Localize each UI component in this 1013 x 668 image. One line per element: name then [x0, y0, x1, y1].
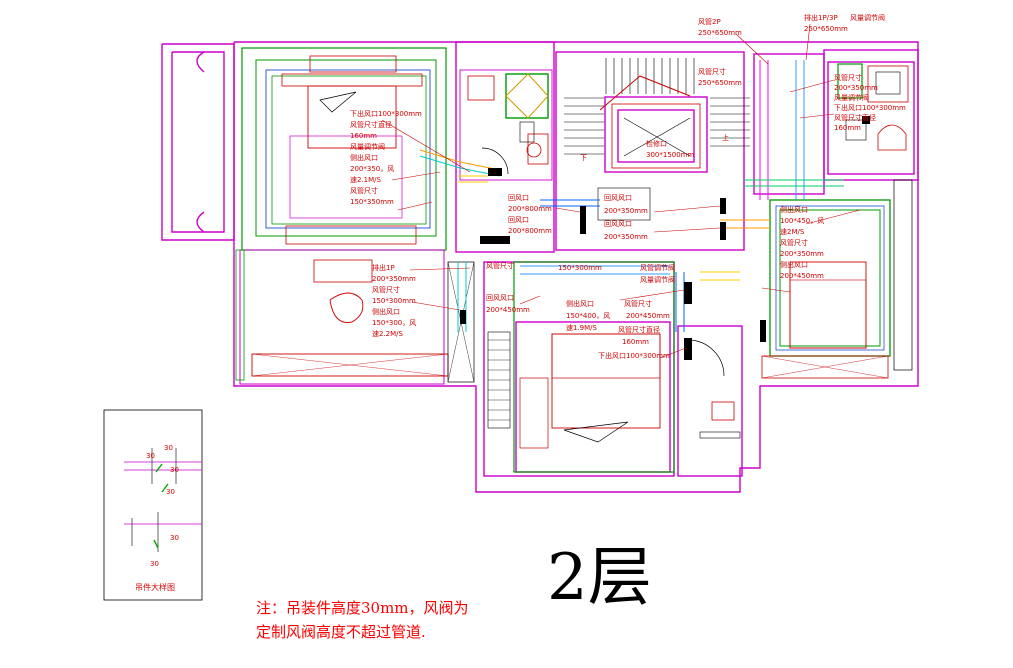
annotation-center-returns-1: 200*350mm: [604, 207, 648, 215]
annotation-center-lower-2: 回风风口: [486, 294, 514, 302]
annotation-center-left-0: 回风口: [508, 194, 529, 202]
annotation-right-upper-0: 风管尺寸: [834, 73, 862, 82]
annotation-center-left-2: 回风口: [508, 216, 529, 224]
design-note: 注：吊装件高度30mm，风阀为 定制风阀高度不超过管道.: [256, 596, 469, 644]
annotation-top-right-b-0: 风量调节阀: [850, 13, 885, 22]
annotation-master-top-left-7: 风管尺寸: [350, 186, 378, 195]
annotation-master-top-left-0: 下出风口100*300mm: [350, 109, 422, 118]
detail-dim-4: 30: [166, 488, 175, 496]
annotation-master-top-left-4: 侧出风口: [350, 153, 378, 162]
annotation-center-top-1: 250*650mm: [698, 79, 742, 87]
annotation-top-right-a-0: 排出1P/3P: [804, 13, 838, 22]
bedroom-right: [761, 179, 913, 379]
duct-runs: [419, 60, 844, 332]
annotation-right-lower-5: 侧出风口: [780, 260, 808, 269]
annotation-top-mid-0: 风管2P: [698, 17, 721, 26]
annotation-right-upper-4: 风管尺寸直径: [834, 113, 876, 122]
design-note-line-1: 注：吊装件高度30mm，风阀为: [256, 599, 469, 617]
annotation-center-lower-7: 150*400，风: [566, 312, 610, 320]
annotation-right-lower-6: 200*450mm: [780, 272, 824, 280]
detail-dim-5: 30: [170, 534, 179, 542]
annotation-lower-left-2: 风管尺寸: [372, 285, 400, 294]
outer-walls: [161, 41, 919, 493]
annotation-labels: 下出风口100*300mm风管尺寸直径160mm风量调节阀侧出风口200*350…: [350, 13, 906, 360]
annotation-center-returns-3: 200*350mm: [604, 233, 648, 241]
bath-top-right: [837, 63, 909, 151]
detail-dim-1: 30: [164, 444, 173, 452]
annotation-top-mid-1: 250*650mm: [698, 29, 742, 37]
annotation-center-lower-10: 200*450mm: [626, 312, 670, 320]
design-note-line-2: 定制风阀高度不超过管道.: [256, 623, 426, 641]
annotation-lower-left-5: 150*300，风: [372, 319, 416, 327]
annotation-center-returns-0: 回风风口: [604, 194, 632, 202]
floor-title: 2层: [547, 541, 652, 615]
annotation-up-marks-0: 下: [580, 154, 587, 162]
stair-core: [564, 58, 750, 221]
annotation-right-lower-2: 速2M/S: [780, 228, 805, 236]
annotation-master-top-left-3: 风量调节阀: [350, 142, 385, 151]
annotation-stair-center-0: 检修口: [646, 139, 667, 148]
annotation-right-lower-4: 200*350mm: [780, 250, 824, 258]
room-bottom-left: [235, 249, 475, 385]
annotation-center-left-1: 200*800mm: [508, 205, 552, 213]
annotation-center-lower-5: 风量调节阀: [640, 275, 675, 284]
annotation-center-lower-1: 150*300mm: [558, 264, 602, 272]
annotation-stair-center-1: 300*1500mm: [646, 151, 694, 159]
annotation-master-top-left-1: 风管尺寸直径: [350, 120, 392, 129]
annotation-lower-left-0: 排出1P: [372, 263, 395, 272]
detail-dim-6: 30: [150, 560, 159, 568]
annotation-master-top-left-2: 160mm: [350, 132, 377, 140]
detail-dim-3: 30: [170, 466, 179, 474]
annotation-lower-left-6: 速2.2M/S: [372, 330, 404, 338]
annotation-master-top-left-5: 200*350，风: [350, 165, 394, 173]
annotation-center-lower-12: 160mm: [622, 338, 649, 346]
detail-box: [103, 409, 203, 601]
annotation-right-upper-5: 160mm: [834, 124, 861, 132]
annotation-center-lower-0: 风管尺寸: [486, 261, 514, 270]
diffusers: [460, 116, 870, 360]
annotation-center-lower-6: 侧出风口: [566, 299, 594, 308]
annotation-center-lower-8: 速1.9M/S: [566, 324, 598, 332]
annotation-master-top-left-6: 速2.1M/S: [350, 176, 382, 184]
detail-dim-2: 30: [146, 452, 155, 460]
annotation-right-lower-1: 100*450，风: [780, 217, 824, 225]
annotation-center-lower-13: 下出风口100*300mm: [598, 351, 670, 360]
annotation-center-left-3: 200*800mm: [508, 227, 552, 235]
annotation-up-marks-1: 上: [722, 133, 729, 142]
annotation-right-upper-1: 200*350mm: [834, 84, 878, 92]
annotation-right-lower-3: 风管尺寸: [780, 238, 808, 247]
bath-bottom-center: [687, 339, 741, 439]
annotation-right-upper-2: 风量调节阀: [834, 93, 869, 102]
annotation-master-top-left-8: 150*350mm: [350, 198, 394, 206]
annotation-center-lower-9: 风管尺寸: [624, 299, 652, 308]
annotation-center-top-0: 风管尺寸: [698, 67, 726, 76]
annotation-lower-left-4: 侧出风口: [372, 307, 400, 316]
bedroom-bottom-center: [487, 261, 675, 473]
annotation-lower-left-3: 150*300mm: [372, 297, 416, 305]
detail-dims: 30 30 30 30 30 30: [146, 444, 179, 568]
annotation-lower-left-1: 200*350mm: [372, 275, 416, 283]
annotation-right-upper-3: 下出风口100*300mm: [834, 103, 906, 112]
annotation-right-lower-0: 侧出风口: [780, 205, 808, 214]
annotation-center-lower-11: 风管尺寸直径: [618, 325, 660, 334]
annotation-center-lower-4: 风管调节阀: [640, 263, 675, 272]
annotation-top-right-a-1: 250*650mm: [804, 25, 848, 33]
annotation-center-returns-2: 回风风口: [604, 220, 632, 228]
bath-top-center: [459, 69, 553, 181]
detail-caption: 吊件大样图: [135, 583, 175, 592]
annotation-center-lower-3: 200*450mm: [486, 306, 530, 314]
bedroom-top-left: [241, 47, 447, 251]
leader-lines: [381, 23, 861, 359]
